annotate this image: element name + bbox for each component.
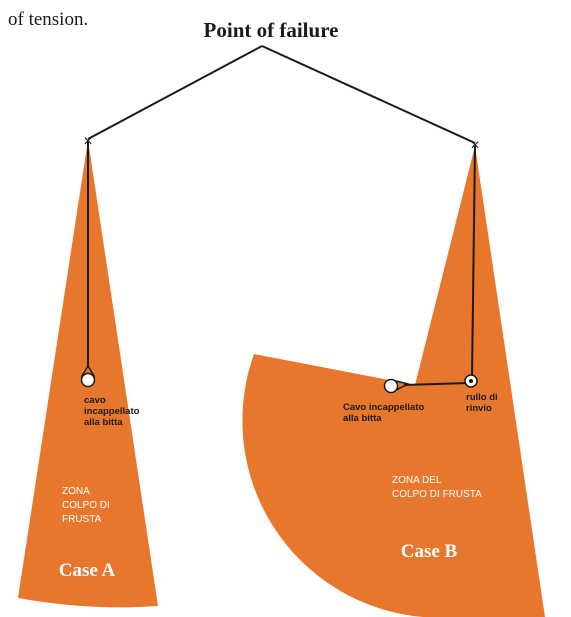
case-b-cable-vertical bbox=[471, 145, 476, 379]
case-b-bitt bbox=[383, 378, 399, 394]
case-b-roller-hub bbox=[469, 379, 473, 383]
case-b-zone-label: ZONA DEL COLPO DI FRUSTA bbox=[392, 475, 482, 500]
case-a-cable-label: cavo incappellato alla bitta bbox=[84, 395, 142, 428]
pointer-line-b bbox=[261, 45, 476, 144]
pointer-line-a bbox=[87, 45, 263, 140]
case-b-label: Case B bbox=[401, 541, 458, 562]
case-b-cable-label: Cavo incappellato alla bitta bbox=[343, 402, 427, 424]
case-b-failure-marker: × bbox=[470, 137, 479, 154]
case-a-zone-label: ZONA COLPO DI FRUSTA bbox=[62, 486, 113, 525]
intro-text: of tension. bbox=[8, 9, 88, 30]
diagram-title: Point of failure bbox=[204, 18, 339, 42]
case-a-label: Case A bbox=[59, 560, 116, 581]
case-b-cable-horizontal bbox=[403, 382, 469, 386]
case-b-roller-label: rullo di rinvio bbox=[466, 392, 500, 414]
case-a-bitt bbox=[80, 372, 96, 388]
case-a-failure-marker: × bbox=[83, 133, 92, 150]
